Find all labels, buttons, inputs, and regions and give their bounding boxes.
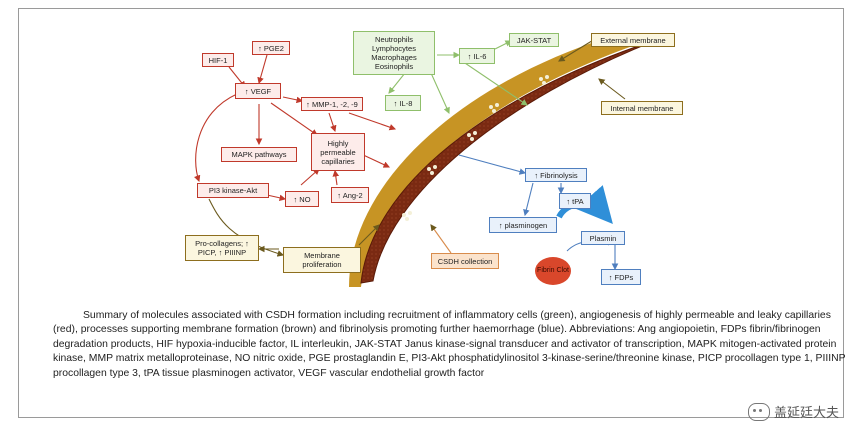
pi3k-node: PI3 kinase-Akt <box>197 183 269 198</box>
plasmin-node: Plasmin <box>581 231 625 245</box>
hif1-node: HIF-1 <box>202 53 234 67</box>
plasminogen-node: ↑ plasminogen <box>489 217 557 233</box>
membrane-proliferation-node: Membrane proliferation <box>283 247 361 273</box>
fibrin-clot-node: Fibrin Clot <box>535 257 571 285</box>
jak-stat-node: JAK-STAT <box>509 33 559 47</box>
inflammatory-cells-node: Neutrophils Lymphocytes Macrophages Eosi… <box>353 31 435 75</box>
fibrinolysis-node: ↑ Fibrinolysis <box>525 168 587 182</box>
csdh-collection-node: CSDH collection <box>431 253 499 269</box>
watermark-text: 盖延廷大夫 <box>773 405 839 420</box>
pge2-node: ↑ PGE2 <box>252 41 290 55</box>
figure-frame: HIF-1 ↑ PGE2 ↑ VEGF ↑ MMP-1, -2, -9 MAPK… <box>18 8 845 418</box>
mmp-node: ↑ MMP-1, -2, -9 <box>301 97 363 111</box>
wechat-icon <box>747 402 770 421</box>
fdps-node: ↑ FDPs <box>601 269 641 285</box>
permeable-capillaries-node: Highly permeable capillaries <box>311 133 365 171</box>
no-node: ↑ NO <box>285 191 319 207</box>
figure-caption: Summary of molecules associated with CSD… <box>53 309 849 381</box>
ang2-node: ↑ Ang-2 <box>331 187 369 203</box>
il8-node: ↑ IL-8 <box>385 95 421 111</box>
tpa-node: ↑ tPA <box>559 193 591 209</box>
caption-text: Summary of molecules associated with CSD… <box>53 310 846 379</box>
external-membrane-label: External membrane <box>591 33 675 47</box>
mapk-node: MAPK pathways <box>221 147 297 162</box>
watermark: 盖延廷大夫 <box>747 402 839 421</box>
procollagens-node: Pro-collagens; ↑ PICP, ↑ PIIINP <box>185 235 259 261</box>
internal-membrane-label: Internal membrane <box>601 101 683 115</box>
membrane-crescent <box>349 35 665 287</box>
vegf-node: ↑ VEGF <box>235 83 281 99</box>
il6-node: ↑ IL-6 <box>459 48 495 64</box>
